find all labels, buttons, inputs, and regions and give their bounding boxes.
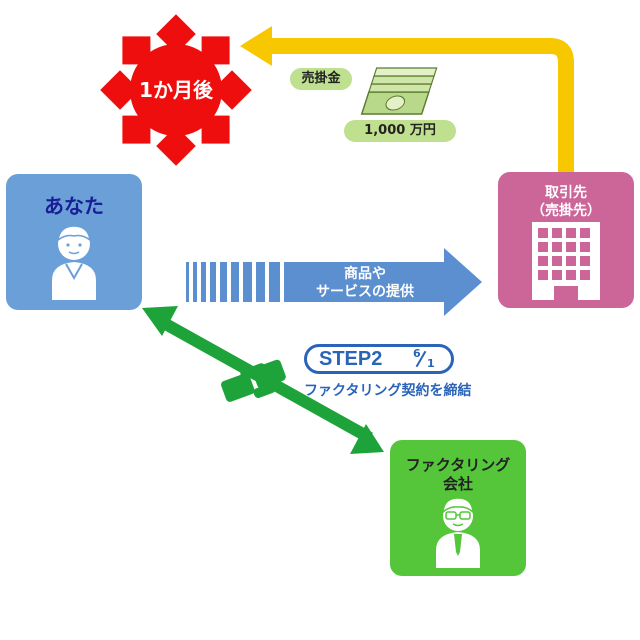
factoring-company-box: ファクタリング 会社 bbox=[390, 440, 526, 576]
step-badge: STEP2 6 1 bbox=[304, 344, 454, 374]
timing-burst bbox=[100, 14, 252, 166]
service-arrow bbox=[186, 248, 482, 316]
service-label-line1: 商品や bbox=[344, 266, 386, 282]
factoring-company-label-line1: ファクタリング bbox=[405, 456, 511, 474]
amount-tag-label: 1,000 万円 bbox=[364, 123, 436, 138]
payment-arrow bbox=[240, 26, 574, 172]
you-label: あなた bbox=[44, 194, 104, 218]
receivable-tag: 売掛金 bbox=[290, 68, 352, 90]
businessman-icon bbox=[436, 497, 480, 568]
step-label: STEP2 bbox=[319, 348, 383, 370]
person-icon bbox=[52, 225, 96, 300]
handshake-icon bbox=[221, 359, 286, 402]
money-stack-icon bbox=[360, 67, 438, 115]
step-date-numerator: 6 bbox=[413, 347, 421, 360]
client-label-line1: 取引先 bbox=[545, 185, 587, 201]
receivable-tag-label: 売掛金 bbox=[301, 71, 341, 86]
amount-tag: 1,000 万円 bbox=[344, 120, 456, 142]
step-caption: ファクタリング契約を締結 bbox=[304, 383, 472, 399]
building-icon bbox=[532, 222, 600, 300]
client-box: 取引先 （売掛先） bbox=[498, 172, 634, 308]
client-label-line2: （売掛先） bbox=[531, 203, 601, 219]
timing-label: 1か月後 bbox=[139, 78, 213, 102]
step-date-denominator: 1 bbox=[427, 357, 435, 370]
service-label-line2: サービスの提供 bbox=[316, 284, 414, 300]
factoring-company-label-line2: 会社 bbox=[442, 475, 473, 493]
you-box: あなた bbox=[6, 174, 142, 310]
